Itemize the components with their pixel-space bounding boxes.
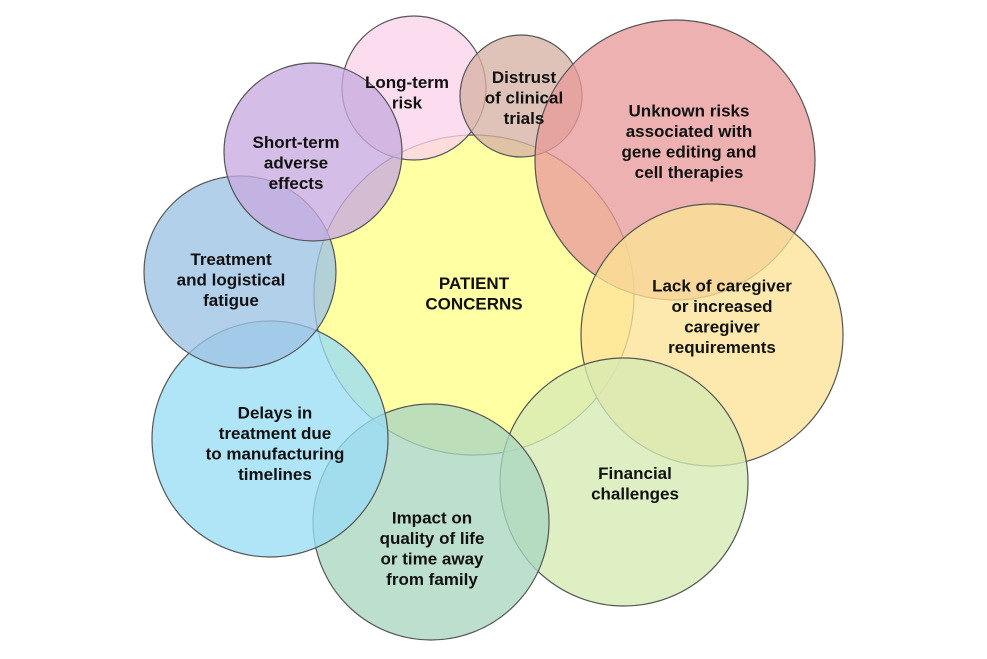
center-label-line: CONCERNS bbox=[425, 295, 522, 314]
concern-label-delays-in-treatment-line: timelines bbox=[238, 465, 312, 484]
concern-label-distrust-of-clinical-trials-line: trials bbox=[504, 109, 545, 128]
concern-label-treatment-fatigue-line: fatigue bbox=[203, 291, 259, 310]
circles-layer bbox=[143, 15, 844, 641]
concern-label-unknown-risks-line: associated with bbox=[626, 122, 753, 141]
concern-label-distrust-of-clinical-trials-line: of clinical bbox=[485, 88, 563, 107]
concern-label-delays-in-treatment-line: treatment due bbox=[219, 424, 331, 443]
concern-label-long-term-risk-line: Long-term bbox=[365, 73, 449, 92]
concern-label-caregiver-line: requirements bbox=[668, 338, 776, 357]
concern-label-short-term-adverse-effects-line: effects bbox=[269, 174, 324, 193]
concern-label-quality-of-life-line: Impact on bbox=[392, 509, 472, 528]
concern-label-unknown-risks-line: Unknown risks bbox=[629, 102, 750, 121]
concern-label-short-term-adverse-effects-line: Short-term bbox=[253, 133, 340, 152]
concern-label-unknown-risks-line: cell therapies bbox=[635, 163, 744, 182]
concern-label-financial-challenges-line: Financial bbox=[598, 464, 672, 483]
concern-label-quality-of-life-line: or time away bbox=[381, 550, 485, 569]
concern-label-caregiver-line: caregiver bbox=[684, 318, 760, 337]
concern-label-long-term-risk: Long-term risk bbox=[365, 73, 449, 113]
concern-label-delays-in-treatment-line: Delays in bbox=[238, 404, 313, 423]
concern-label-long-term-risk-line: risk bbox=[392, 94, 423, 113]
concern-label-caregiver-line: Lack of caregiver bbox=[652, 277, 792, 296]
center-label-line: PATIENT bbox=[439, 274, 510, 293]
concern-label-distrust-of-clinical-trials-line: Distrust bbox=[492, 68, 557, 87]
concern-label-unknown-risks-line: gene editing and bbox=[621, 143, 756, 162]
concern-label-short-term-adverse-effects-line: adverse bbox=[264, 153, 328, 172]
concern-circle-short-term-adverse-effects bbox=[223, 62, 403, 242]
concern-label-caregiver-line: or increased bbox=[671, 297, 772, 316]
concern-label-quality-of-life-line: quality of life bbox=[380, 529, 485, 548]
concern-label-treatment-fatigue-line: and logistical bbox=[177, 270, 286, 289]
concern-label-delays-in-treatment-line: to manufacturing bbox=[206, 445, 345, 464]
concern-label-treatment-fatigue-line: Treatment bbox=[190, 250, 272, 269]
concern-label-financial-challenges: Financial challenges bbox=[591, 464, 679, 504]
concern-label-financial-challenges-line: challenges bbox=[591, 485, 679, 504]
concern-label-quality-of-life-line: from family bbox=[386, 570, 478, 589]
center-label: PATIENT CONCERNS bbox=[425, 274, 522, 314]
